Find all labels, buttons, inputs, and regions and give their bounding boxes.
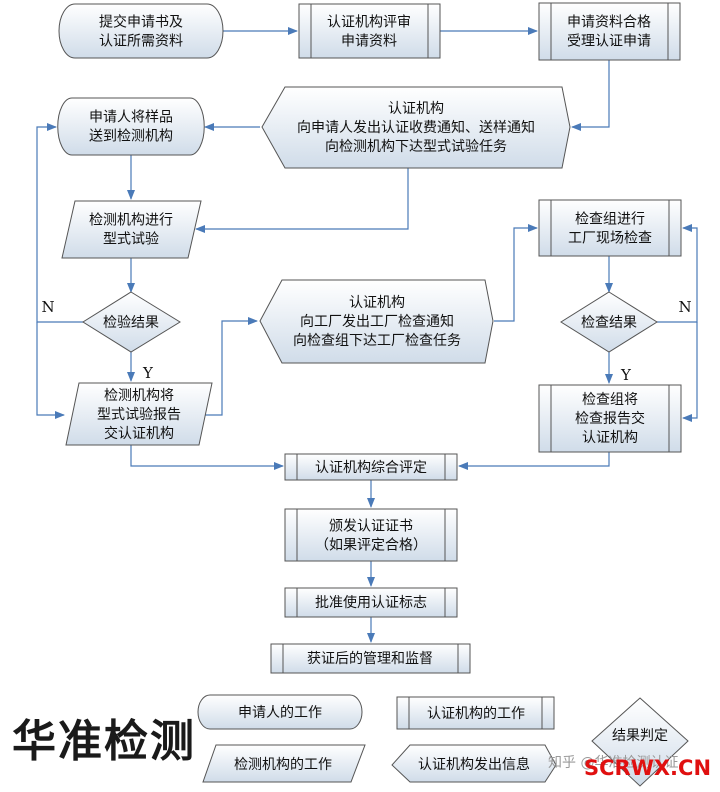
label-line: 申请资料	[341, 34, 397, 50]
label-inspect-report: 检查组将检查报告交认证机构	[575, 392, 645, 446]
node-approve-mark	[284, 587, 458, 618]
label-line: 获证后的管理和监督	[307, 651, 433, 667]
legend-applicant-shape	[197, 694, 363, 730]
label-line: 检验结果	[103, 315, 159, 331]
legend-cert-body-shape	[396, 696, 555, 730]
branch-label-test-yes: Y	[142, 364, 154, 382]
label-line: 向检测机构下达型式试验任务	[325, 139, 507, 155]
watermark-site: SCRWX.CN	[584, 756, 712, 780]
arrow-notify-factory-to-inspect	[494, 224, 538, 322]
node-issue-cert	[284, 508, 458, 562]
legend-label-decision: 结果判定	[612, 728, 668, 744]
node-test-result	[82, 291, 181, 353]
arrow-inspect-report-to-evaluate	[458, 452, 610, 470]
label-line: 型式试验	[103, 232, 159, 248]
label-line: 检测机构将	[104, 388, 174, 404]
label-approve-mark: 批准使用认证标志	[315, 594, 427, 611]
label-line: 检查组将	[582, 392, 638, 408]
label-line: 认证机构综合评定	[315, 460, 427, 476]
watermark-brand: 华准检测	[12, 716, 196, 767]
label-line: 型式试验报告	[97, 407, 181, 423]
label-test-result: 检验结果	[103, 315, 159, 331]
label-supervise: 获证后的管理和监督	[307, 651, 433, 667]
node-notify-fee	[261, 86, 571, 169]
node-factory-inspect	[538, 199, 682, 257]
label-line: 向检查组下达工厂检查任务	[293, 333, 461, 349]
arrow-inspect-result-no-right	[657, 224, 698, 323]
label-line: 认证机构	[349, 295, 405, 311]
label-accept: 申请资料合格受理认证申请	[567, 15, 651, 50]
arrow-notify-fee-to-type-test	[195, 168, 409, 233]
flow-labels: 提交申请书及认证所需资料认证机构评审申请资料申请资料合格受理认证申请认证机构向申…	[41, 14, 691, 774]
label-evaluate: 认证机构综合评定	[315, 460, 427, 476]
branch-label-inspect-yes: Y	[620, 366, 632, 384]
node-review	[298, 3, 441, 59]
legend-decision-shape	[591, 697, 689, 787]
arrow-left-loop-to-report	[36, 322, 65, 419]
label-notify-factory: 认证机构向工厂发出工厂检查通知向检查组下达工厂检查任务	[293, 295, 461, 349]
node-send-sample	[57, 97, 205, 156]
label-type-test: 检测机构进行型式试验	[89, 213, 173, 248]
legend-label-lab: 检测机构的工作	[234, 757, 332, 773]
node-supervise	[270, 643, 471, 674]
node-lab-report	[65, 382, 213, 446]
node-evaluate	[284, 453, 458, 481]
label-line: 批准使用认证标志	[315, 594, 427, 611]
arrow-inspect-result-no-down	[682, 322, 698, 422]
watermark-zhihu: 知乎 @华准检测认证	[548, 755, 679, 771]
label-line: 认证机构评审	[327, 15, 411, 31]
node-notify-factory	[259, 279, 494, 364]
legend-label-cert-msg: 认证机构发出信息	[418, 756, 530, 773]
legend-label-applicant: 申请人的工作	[238, 705, 322, 721]
label-line: 送到检测机构	[89, 129, 173, 145]
legend-cert-msg-shape	[391, 744, 557, 783]
node-type-test	[61, 200, 202, 259]
label-line: 申请资料合格	[567, 15, 651, 31]
node-inspect-result	[560, 291, 658, 353]
label-line: 申请人将样品	[89, 110, 173, 126]
label-review: 认证机构评审申请资料	[327, 15, 411, 50]
arrow-lab-report-to-evaluate	[130, 445, 284, 470]
label-line: 向工厂发出工厂检查通知	[300, 313, 454, 330]
label-issue-cert: 颁发认证证书 （如果评定合格）	[315, 519, 427, 554]
label-line: 检查报告交	[575, 410, 645, 427]
label-line: 检测机构进行	[89, 213, 173, 229]
arrow-accept-to-notify-fee	[571, 60, 610, 131]
label-notify-fee: 认证机构向申请人发出认证收费通知、送样通知向检测机构下达型式试验任务	[297, 101, 535, 155]
label-line: 受理认证申请	[567, 34, 651, 50]
label-line: 向申请人发出认证收费通知、送样通知	[297, 119, 535, 136]
flow-nodes	[57, 2, 689, 787]
legend-lab-shape	[202, 744, 366, 783]
label-lab-report: 检测机构将型式试验报告交认证机构	[97, 388, 181, 442]
label-send-sample: 申请人将样品送到检测机构	[89, 110, 173, 145]
label-line: 认证机构	[388, 101, 444, 117]
arrow-result-no-loop	[36, 123, 83, 323]
label-line: 认证机构	[582, 430, 638, 446]
node-submit	[58, 3, 224, 59]
label-line: 检查结果	[581, 315, 637, 331]
node-accept	[538, 2, 681, 61]
label-factory-inspect: 检查组进行工厂现场检查	[568, 212, 652, 247]
label-submit: 提交申请书及认证所需资料	[99, 14, 183, 50]
node-inspect-report	[538, 384, 682, 453]
label-inspect-result: 检查结果	[581, 315, 637, 331]
branch-label-test-no: N	[41, 298, 54, 316]
label-line: 提交申请书及	[99, 14, 183, 31]
label-line: 颁发认证证书	[329, 519, 413, 535]
legend-label-cert-body: 认证机构的工作	[427, 706, 525, 722]
connectors	[36, 27, 698, 643]
arrow-report-to-notify-factory	[199, 317, 258, 416]
branch-label-inspect-no: N	[678, 298, 691, 316]
label-line: 交认证机构	[104, 425, 174, 442]
label-line: 检查组进行	[575, 212, 645, 228]
label-line: 认证所需资料	[99, 34, 183, 50]
label-line: 工厂现场检查	[568, 231, 652, 247]
label-line: （如果评定合格）	[315, 538, 427, 554]
